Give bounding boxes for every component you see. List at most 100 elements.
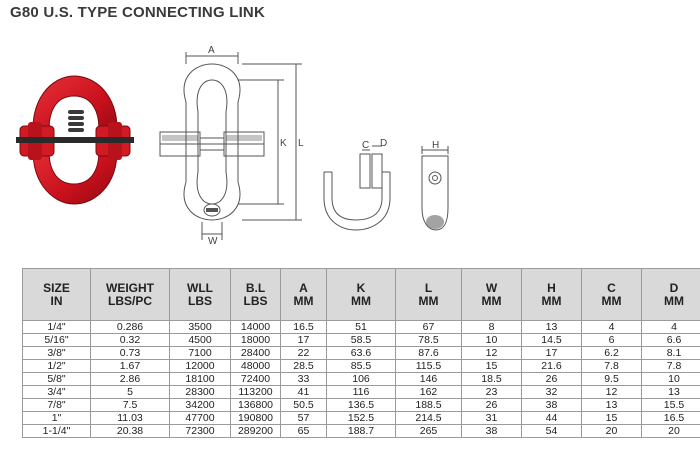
table-cell: 20 <box>581 424 642 438</box>
table-cell: 7.8 <box>641 359 700 373</box>
table-row: 1/2" 1.67 12000 48000 28.5 85.5 115.5 15… <box>22 359 700 373</box>
table-cell: 5/8" <box>22 372 91 386</box>
dimension-drawing-half-link: C D <box>323 138 391 231</box>
table-cell: 1" <box>22 411 91 425</box>
table-cell: 34200 <box>169 398 231 412</box>
table-cell: 8.1 <box>641 346 700 360</box>
table-cell: 7/8" <box>22 398 91 412</box>
table-cell: 26 <box>461 398 522 412</box>
table-cell: 9.5 <box>581 372 642 386</box>
table-cell: 72300 <box>169 424 231 438</box>
dim-label-l: L <box>298 138 304 149</box>
table-cell: 48000 <box>230 359 281 373</box>
table-cell: 152.5 <box>326 411 396 425</box>
table-cell: 190800 <box>230 411 281 425</box>
table-cell: 10 <box>461 333 522 347</box>
table-row: 5/16" 0.32 4500 18000 17 58.5 78.5 10 14… <box>22 333 700 347</box>
table-cell: 116 <box>326 385 396 399</box>
table-cell: 1-1/4" <box>22 424 91 438</box>
dim-label-a: A <box>208 45 215 56</box>
table-cell: 51 <box>326 320 396 334</box>
table-cell: 146 <box>395 372 462 386</box>
table-cell: 4500 <box>169 333 231 347</box>
table-cell: 78.5 <box>395 333 462 347</box>
table-cell: 38 <box>521 398 582 412</box>
table-cell: 4 <box>581 320 642 334</box>
table-cell: 47700 <box>169 411 231 425</box>
dim-label-w: W <box>208 236 218 247</box>
table-cell: 5 <box>90 385 170 399</box>
table-cell: 20.38 <box>90 424 170 438</box>
table-cell: 57 <box>280 411 327 425</box>
table-cell: 85.5 <box>326 359 396 373</box>
table-cell: 13 <box>581 398 642 412</box>
table-cell: 72400 <box>230 372 281 386</box>
table-cell: 32 <box>521 385 582 399</box>
table-cell: 67 <box>395 320 462 334</box>
table-cell: 16.5 <box>641 411 700 425</box>
table-cell: 3500 <box>169 320 231 334</box>
table-cell: 28.5 <box>280 359 327 373</box>
table-cell: 1/4" <box>22 320 91 334</box>
table-row: 3/8" 0.73 7100 28400 22 63.6 87.6 12 17 … <box>22 346 700 360</box>
table-row: 1-1/4" 20.38 72300 289200 65 188.7 265 3… <box>22 424 700 438</box>
table-cell: 188.5 <box>395 398 462 412</box>
table-cell: 7.8 <box>581 359 642 373</box>
table-cell: 3/4" <box>22 385 91 399</box>
table-cell: 54 <box>521 424 582 438</box>
table-cell: 21.6 <box>521 359 582 373</box>
table-cell: 10 <box>641 372 700 386</box>
table-cell: 18.5 <box>461 372 522 386</box>
table-cell: 162 <box>395 385 462 399</box>
table-cell: 58.5 <box>326 333 396 347</box>
table-cell: 15 <box>461 359 522 373</box>
table-cell: 18000 <box>230 333 281 347</box>
table-cell: 14000 <box>230 320 281 334</box>
table-cell: 13 <box>641 385 700 399</box>
table-cell: 14.5 <box>521 333 582 347</box>
table-cell: 20 <box>641 424 700 438</box>
table-cell: 28300 <box>169 385 231 399</box>
table-cell: 7.5 <box>90 398 170 412</box>
table-cell: 16.5 <box>280 320 327 334</box>
dimension-drawing-front: A K L W <box>159 45 304 247</box>
table-cell: 15 <box>581 411 642 425</box>
table-cell: 289200 <box>230 424 281 438</box>
table-cell: 33 <box>280 372 327 386</box>
table-cell: 8 <box>461 320 522 334</box>
table-cell: 12 <box>461 346 522 360</box>
table-cell: 50.5 <box>280 398 327 412</box>
table-cell: 0.286 <box>90 320 170 334</box>
table-cell: 12 <box>581 385 642 399</box>
table-cell: 188.7 <box>326 424 396 438</box>
table-cell: 214.5 <box>395 411 462 425</box>
table-cell: 1/2" <box>22 359 91 373</box>
table-cell: 18100 <box>169 372 231 386</box>
table-cell: 41 <box>280 385 327 399</box>
table-cell: 17 <box>280 333 327 347</box>
page-title: G80 U.S. TYPE CONNECTING LINK <box>10 4 265 21</box>
table-cell: 115.5 <box>395 359 462 373</box>
table-cell: 28400 <box>230 346 281 360</box>
table-row: 3/4" 5 28300 113200 41 116 162 23 32 12 … <box>22 385 700 399</box>
table-cell: 17 <box>521 346 582 360</box>
table-cell: 31 <box>461 411 522 425</box>
table-cell: 63.6 <box>326 346 396 360</box>
dim-label-c: C <box>362 140 369 151</box>
table-cell: 87.6 <box>395 346 462 360</box>
table-cell: 6.2 <box>581 346 642 360</box>
table-cell: 15.5 <box>641 398 700 412</box>
table-row: 5/8" 2.86 18100 72400 33 106 146 18.5 26… <box>22 372 700 386</box>
table-row: 1" 11.03 47700 190800 57 152.5 214.5 31 … <box>22 411 700 425</box>
dim-label-k: K <box>280 138 287 149</box>
table-cell: 4 <box>641 320 700 334</box>
